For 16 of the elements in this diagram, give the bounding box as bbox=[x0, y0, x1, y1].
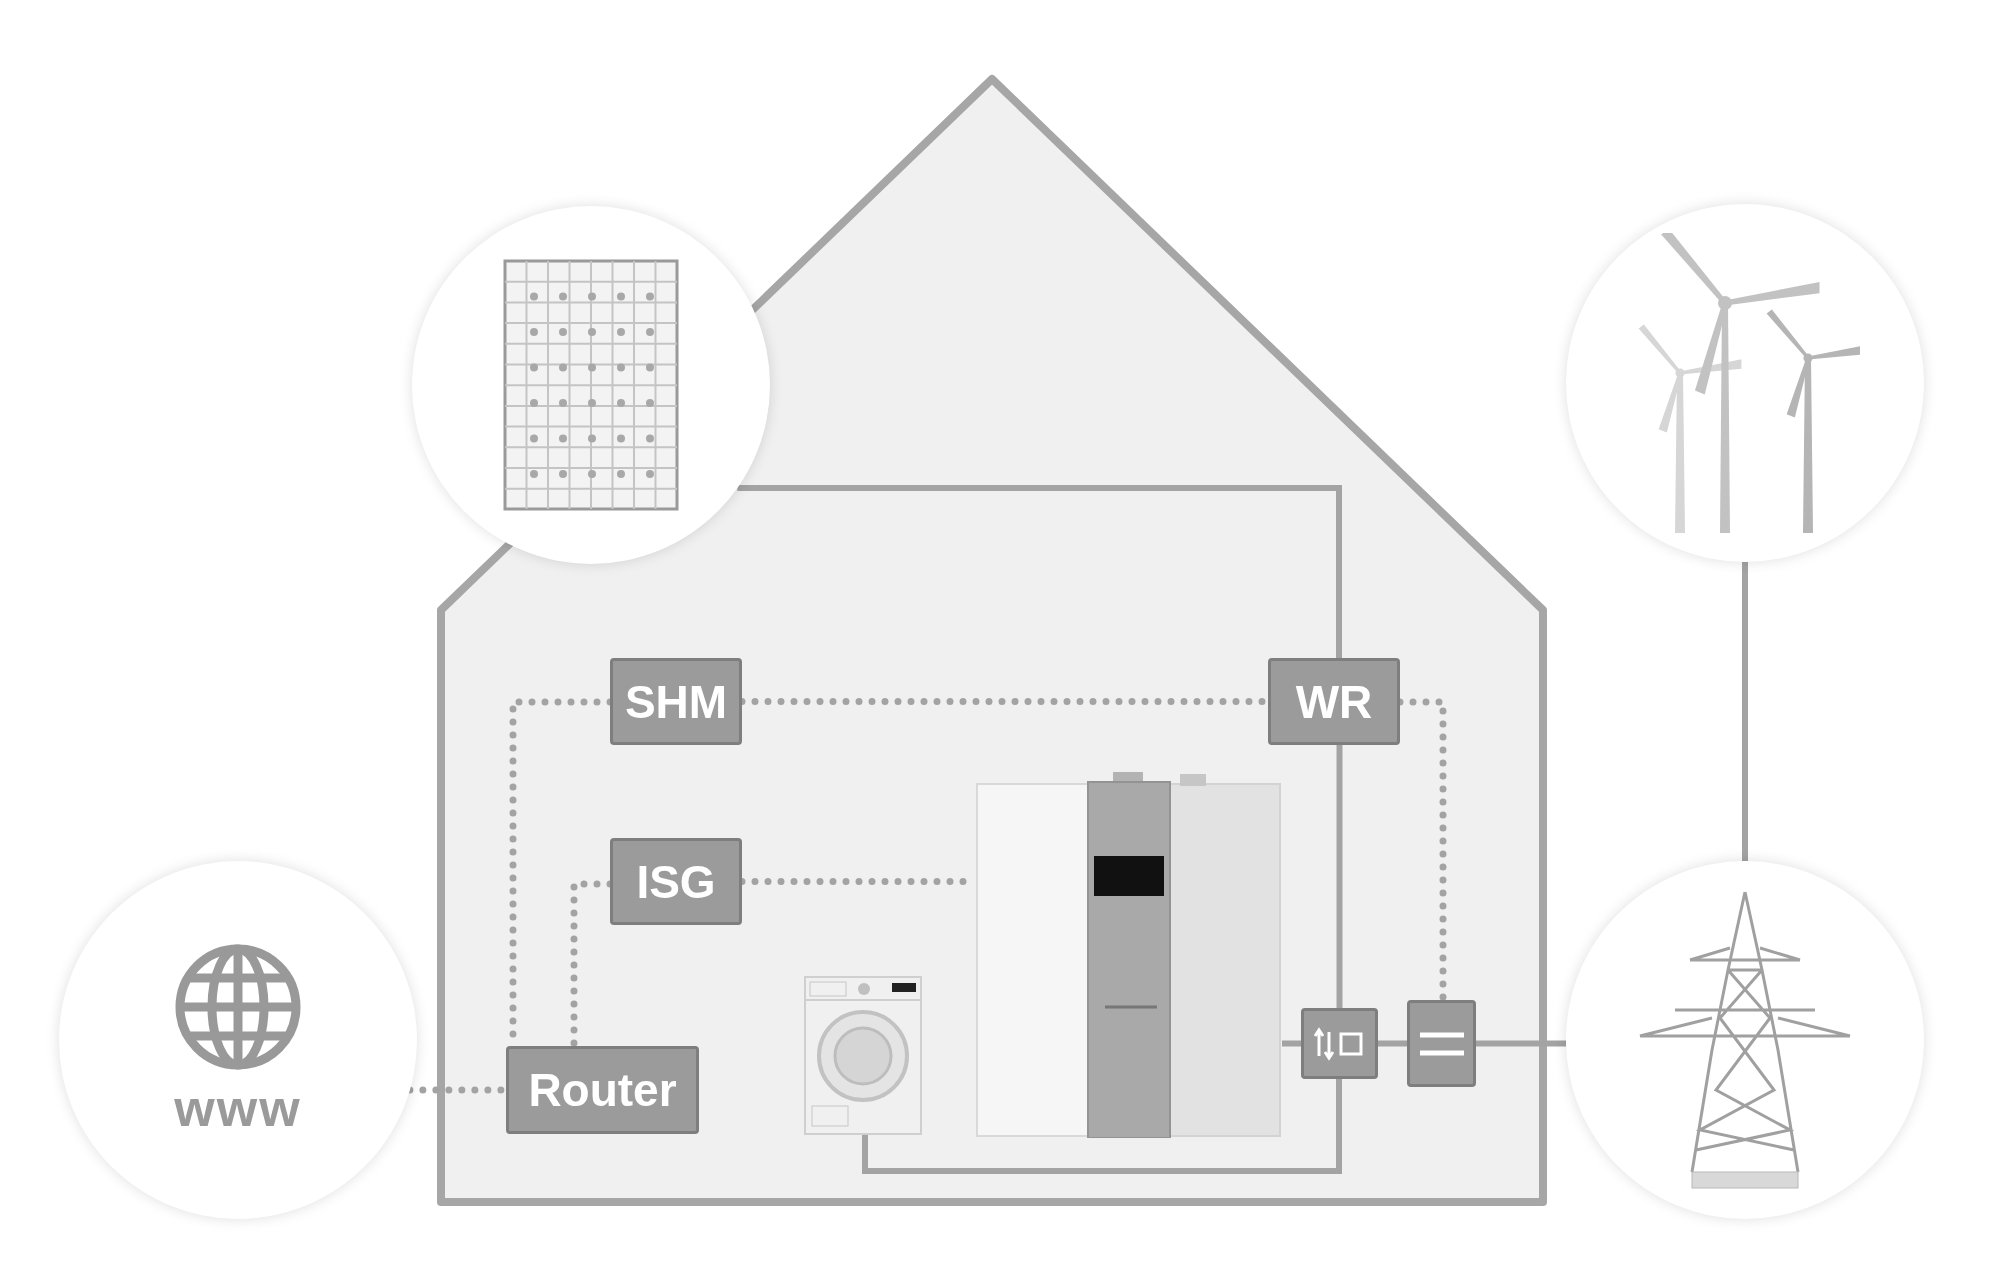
connector-line bbox=[1282, 1040, 1301, 1047]
connector-line bbox=[737, 485, 1342, 658]
connector-line bbox=[1476, 1040, 1567, 1047]
web-label: www bbox=[174, 1078, 302, 1138]
connector-line bbox=[1336, 745, 1343, 1008]
device-box: SHM bbox=[610, 658, 742, 745]
meter-box bbox=[1301, 1008, 1378, 1079]
heat-pump-drawing bbox=[976, 772, 1282, 1138]
device-box: ISG bbox=[610, 838, 742, 925]
connector-line bbox=[1742, 562, 1748, 861]
meter-box bbox=[1407, 1000, 1476, 1087]
connector-line bbox=[862, 1079, 1342, 1174]
device-box: Router bbox=[506, 1046, 699, 1134]
connector-line bbox=[1378, 1040, 1407, 1047]
washing-machine-drawing bbox=[804, 976, 922, 1135]
device-box: WR bbox=[1268, 658, 1400, 745]
